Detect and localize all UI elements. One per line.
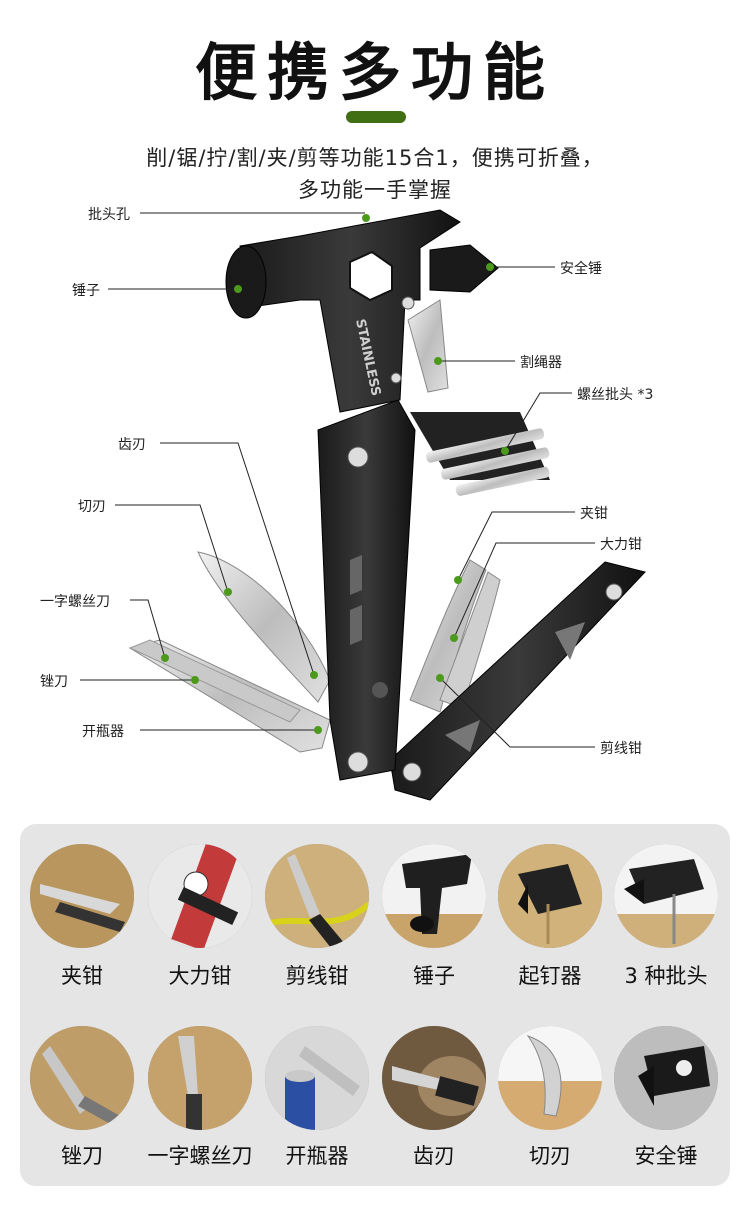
feature-label-cutting-blade: 切刃 [529, 1144, 571, 1168]
feature-label-hammer: 锤子 [413, 964, 455, 988]
callout-file: 锉刀 [40, 674, 68, 690]
nail-puller-photo-icon [498, 844, 602, 948]
callout-lines [80, 212, 595, 748]
feature-label-file: 锉刀 [61, 1144, 103, 1168]
pliers-jaws [409, 559, 501, 713]
page-title: 便携多功能 [194, 36, 555, 109]
right-handle [389, 561, 646, 801]
file-photo-icon [30, 1026, 134, 1130]
callout-pliers: 夹钳 [580, 506, 608, 522]
callout-bottle-opener: 开瓶器 [82, 724, 124, 740]
feature-label-pliers: 夹钳 [61, 964, 103, 988]
callout-safety-hammer: 安全锤 [560, 261, 602, 277]
rope-cutter [390, 296, 449, 393]
callout-bit-hole: 批头孔 [88, 207, 130, 223]
safety-hammer-photo-icon [614, 1026, 718, 1130]
callout-wire-cutter: 剪线钳 [600, 741, 642, 757]
feature-label-bottle-opener: 开瓶器 [285, 1144, 349, 1168]
locking-pliers-photo-icon [148, 844, 252, 948]
wire-cutter-photo-icon [265, 844, 369, 948]
screwdriver-bits [410, 412, 550, 496]
callout-cutting-blade: 切刃 [78, 499, 106, 515]
title-accent-bar [346, 111, 406, 123]
serrated-blade-photo-icon [382, 1026, 486, 1130]
pliers-photo-icon [30, 844, 134, 948]
callout-rope-cutter: 割绳器 [520, 355, 562, 371]
cutting-blade-photo-icon [498, 1026, 602, 1130]
hammer-photo-icon [382, 844, 486, 948]
callout-flat-screwdriver: 一字螺丝刀 [40, 594, 110, 610]
callout-screwdriver-bits: 螺丝批头 *3 [577, 387, 654, 403]
safety-hammer-cone [429, 244, 499, 293]
callout-dots [161, 214, 509, 734]
feature-label-locking-pliers: 大力钳 [168, 964, 232, 988]
feature-label-wire-cutter: 剪线钳 [285, 964, 349, 988]
feature-grid-panel [20, 824, 730, 1186]
subtitle-line-1: 削/锯/拧/割/夹/剪等功能15合1，便携可折叠， [146, 146, 604, 170]
hammer-head: STAINLESS [225, 209, 461, 413]
callout-serrated-blade: 齿刃 [118, 437, 146, 453]
flat-screwdriver-photo-icon [148, 1026, 252, 1130]
feature-label-screwdriver-bits: 3 种批头 [624, 964, 708, 988]
feature-label-safety-hammer: 安全锤 [634, 1144, 698, 1168]
left-handle [317, 399, 416, 781]
multitool-diagram: STAINLESS [80, 209, 646, 801]
flat-screwdriver-blade [128, 639, 301, 723]
feature-label-serrated-blade: 齿刃 [413, 1144, 455, 1168]
callout-hammer: 锤子 [72, 283, 100, 299]
screwdriver-bits-photo-icon [614, 844, 718, 948]
subtitle-line-2: 多功能一手掌握 [298, 178, 452, 202]
bottle-opener-photo-icon [265, 1026, 369, 1130]
callout-locking-pliers: 大力钳 [600, 537, 642, 553]
feature-label-nail-puller: 起钉器 [518, 964, 582, 988]
feature-label-flat-screwdriver: 一字螺丝刀 [147, 1144, 253, 1168]
